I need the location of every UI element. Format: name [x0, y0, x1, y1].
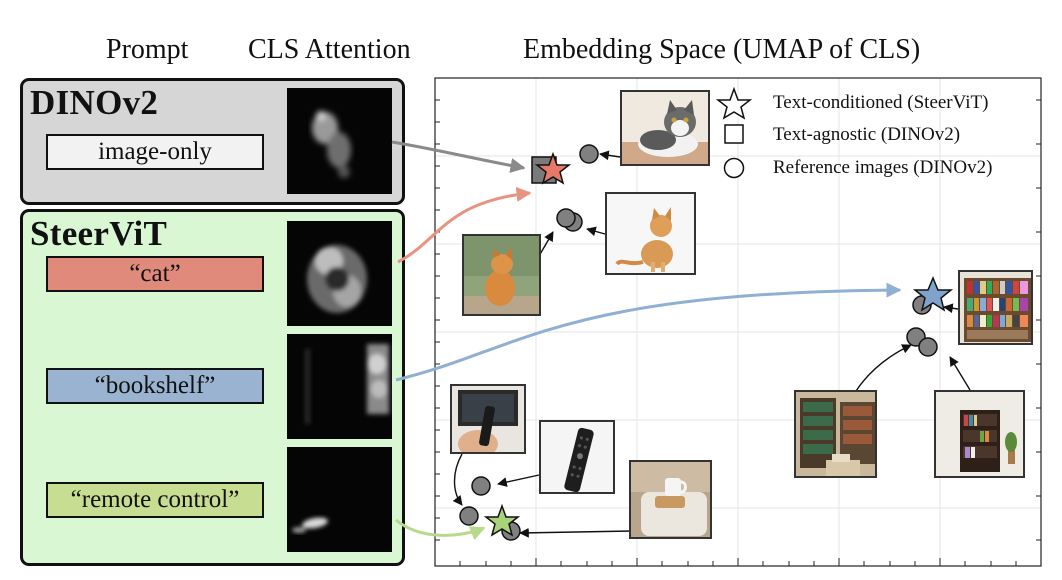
legend-label-text-agnostic: Text-agnostic (DINOv2) — [773, 124, 961, 145]
bookshelf-cluster — [906, 276, 954, 357]
prompt-image-only: image-only — [46, 134, 264, 170]
legend-star-symbol — [715, 86, 753, 120]
plot-grid — [435, 78, 1041, 566]
reference-circle — [459, 506, 479, 526]
attention-map-bookshelf — [287, 334, 392, 439]
attention-map-cat — [287, 221, 392, 326]
remote-in-hand-thumbnail — [450, 384, 526, 454]
orange-cat-standing-thumbnail — [605, 192, 696, 275]
header-prompt: Prompt — [106, 34, 189, 65]
header-cls-attention: CLS Attention — [248, 34, 411, 65]
legend-label-reference: Reference images (DINOv2) — [773, 157, 993, 178]
orange-cat-sitting-thumbnail — [462, 234, 541, 316]
bookshelf-star-marker — [912, 276, 954, 312]
bookshelf-wall-thumbnail — [958, 270, 1033, 345]
attention-map-remote-control — [287, 447, 392, 552]
reference-circle — [918, 337, 938, 357]
steervit-title: SteerViT — [30, 214, 168, 253]
remote-star-marker — [483, 503, 521, 537]
prompt-cat: “cat” — [46, 256, 264, 292]
legend-label-text-conditioned: Text-conditioned (SteerViT) — [773, 92, 989, 113]
remote-on-table-thumbnail — [629, 460, 712, 539]
connector-arrow-bookshelf — [395, 282, 902, 382]
legend-square-symbol — [724, 124, 744, 144]
connector-arrow-image-only — [391, 140, 526, 173]
remote-cluster — [459, 476, 521, 541]
cat-lying-thumbnail — [620, 90, 710, 166]
reference-circle — [556, 208, 576, 228]
dinov2-title: DINOv2 — [30, 83, 159, 122]
cat-cluster — [531, 144, 599, 232]
library-room-thumbnail — [794, 390, 877, 478]
prompt-bookshelf: “bookshelf” — [46, 368, 264, 404]
connector-arrow-remote-control — [395, 518, 486, 541]
prompt-remote-control: “remote control” — [46, 482, 264, 518]
reference-circle — [579, 144, 599, 164]
remote-closeup-thumbnail — [539, 420, 615, 494]
connector-arrow-cat — [397, 186, 532, 264]
header-embedding-space: Embedding Space (UMAP of CLS) — [523, 34, 921, 65]
reference-circle — [471, 476, 491, 496]
legend-circle-symbol — [723, 157, 745, 179]
cat-star-marker — [534, 151, 572, 185]
small-bookshelf-thumbnail — [934, 390, 1025, 478]
plot-ticks — [435, 99, 1041, 566]
attention-map-image-only — [287, 88, 392, 194]
reference-arrows — [452, 150, 971, 538]
